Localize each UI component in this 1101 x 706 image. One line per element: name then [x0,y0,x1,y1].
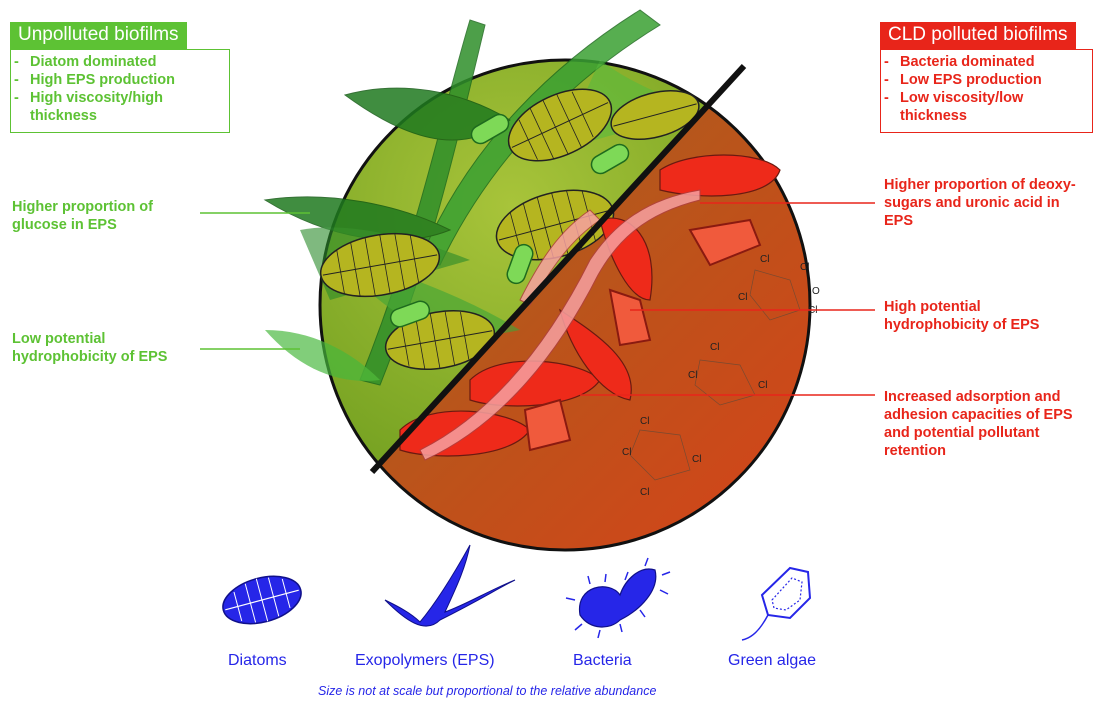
svg-text:Cl: Cl [692,454,701,465]
list-item: -High viscosity/high thickness [12,89,222,125]
unpolluted-title: Unpolluted biofilms [10,22,187,49]
svg-text:Cl: Cl [758,380,767,391]
list-item: -Low viscosity/low thickness [882,89,1087,125]
legend-label-bacteria: Bacteria [573,652,632,670]
legend-label-eps: Exopolymers (EPS) [355,652,495,670]
annotation-glucose: Higher proportion of glucose in EPS [12,198,187,234]
svg-text:Cl: Cl [622,447,631,458]
svg-text:Cl: Cl [738,292,747,303]
legend-label-diatoms: Diatoms [228,652,287,670]
footnote: Size is not at scale but proportional to… [318,684,656,698]
annotation-high-hydrophobicity: High potential hydrophobicity of EPS [884,298,1084,334]
legend-label-green-algae: Green algae [728,652,816,670]
annotation-deoxy-sugars: Higher proportion of deoxy-sugars and ur… [884,176,1084,230]
list-item: -Bacteria dominated [882,53,1087,71]
legend-bacteria-icon [566,558,670,638]
legend-eps-icon [385,545,515,626]
polluted-list: -Bacteria dominated -Low EPS production … [882,53,1087,125]
list-item: -Low EPS production [882,71,1087,89]
svg-text:Cl: Cl [800,262,809,273]
svg-text:O: O [812,286,820,297]
annotation-low-hydrophobicity: Low potential hydrophobicity of EPS [12,330,202,366]
svg-text:Cl: Cl [640,487,649,498]
svg-text:Cl: Cl [688,370,697,381]
polluted-title: CLD polluted biofilms [880,22,1076,49]
legend-green-algae-icon [742,568,810,640]
list-item: -High EPS production [12,71,222,89]
annotation-adsorption: Increased adsorption and adhesion capaci… [884,388,1094,460]
svg-text:Cl: Cl [710,342,719,353]
list-item: -Diatom dominated [12,53,222,71]
legend-diatom-icon [218,568,307,631]
svg-text:Cl: Cl [640,416,649,427]
svg-text:Cl: Cl [760,254,769,265]
unpolluted-list: -Diatom dominated -High EPS production -… [12,53,222,125]
